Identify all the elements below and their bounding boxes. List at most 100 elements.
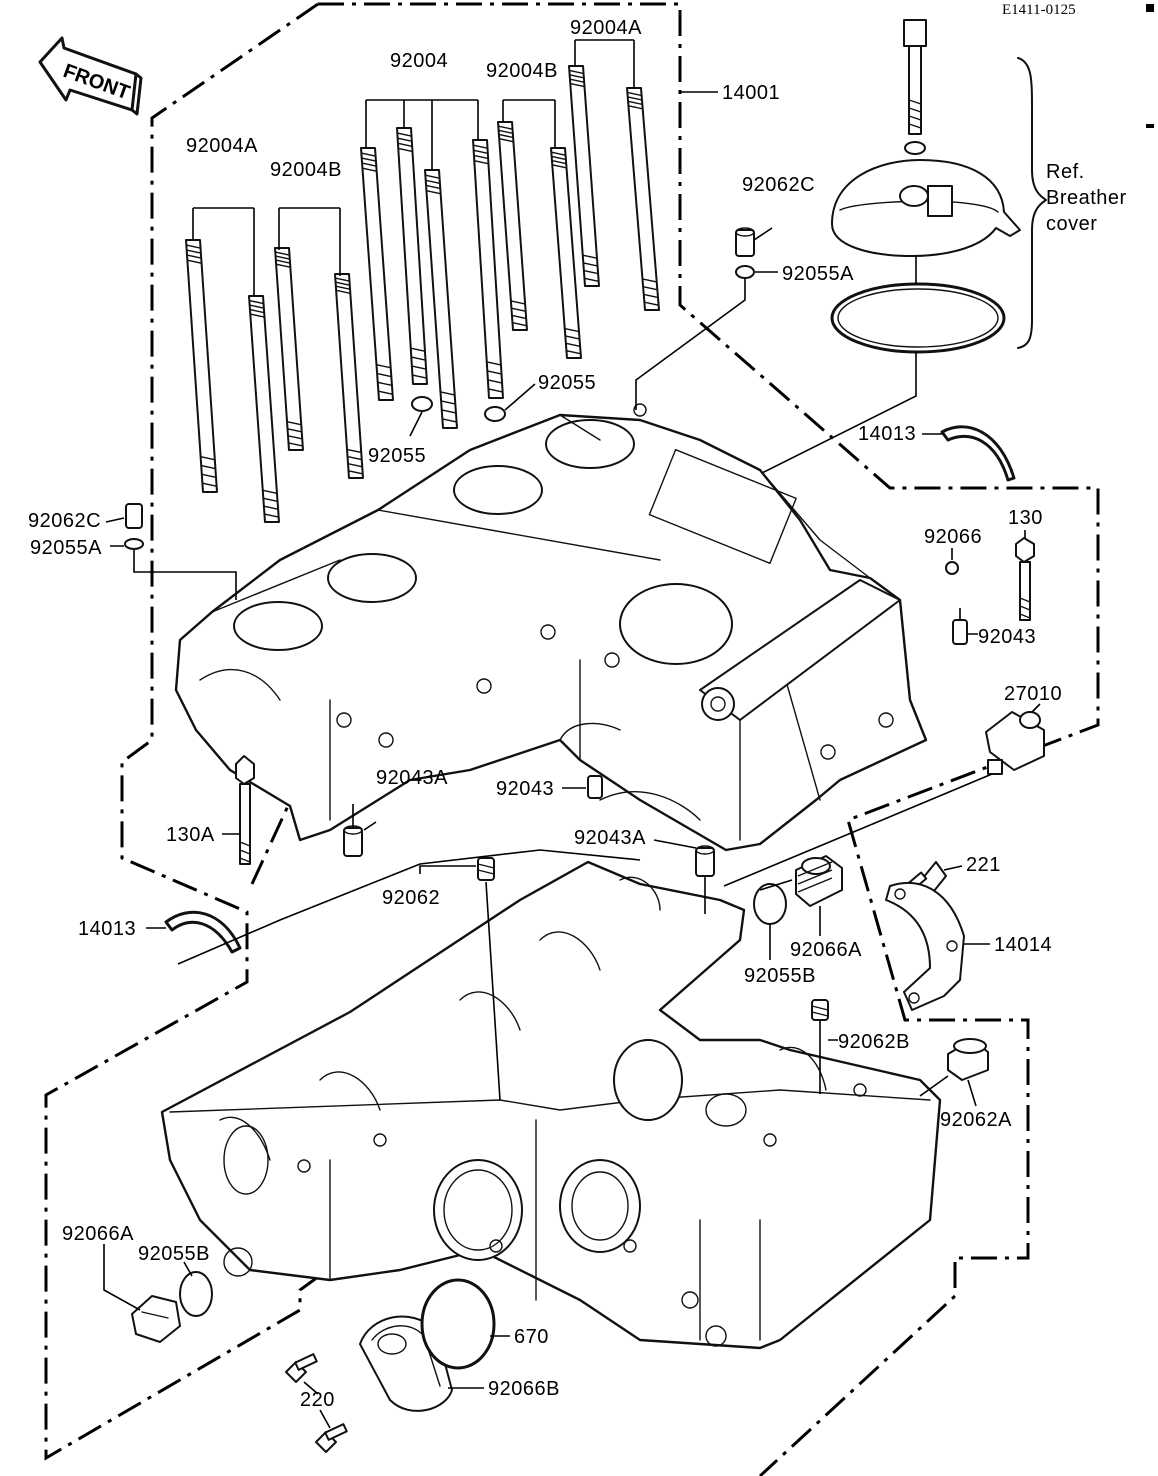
stud-thread-5 [361,152,393,395]
label-92066A-left: 92066A [62,1223,134,1245]
ref-note-line3: cover [1046,213,1097,235]
stud-thread-9 [498,125,527,327]
ref-bracket [1017,57,1047,349]
label-92062C-left: 92062C [28,510,101,532]
dowel-92043A-left [343,825,363,857]
label-92043-right: 92043 [978,626,1036,648]
oring-92055B-right [753,883,787,925]
stud-thread-11 [569,69,599,282]
stud-12 [626,87,660,311]
label-92062A: 92062A [940,1109,1012,1131]
stud-7 [424,169,458,429]
cover-14014 [885,881,965,1011]
drain-plug-92066A-right [795,855,843,907]
stud-4 [334,273,364,479]
dowel-92062C-left [125,503,143,529]
screw-220-lower [315,1423,348,1453]
label-92055A-left: 92055A [30,537,102,559]
stud-3 [274,247,304,451]
stud-thread-10 [551,151,581,355]
oring-92055-right [484,406,506,422]
label-221: 221 [966,854,1001,876]
label-130A: 130A [166,824,215,846]
lower-crankcase [160,860,942,1350]
label-14013-left: 14013 [78,918,136,940]
label-92055B-right: 92055B [744,965,816,987]
stud-thread-1 [186,244,217,487]
oring-92055-left [411,396,433,412]
label-92066: 92066 [924,526,982,548]
stud-5 [360,147,394,401]
upper-crankcase [174,403,928,852]
dowel-92062C-top [735,227,755,257]
label-92062B: 92062B [838,1031,910,1053]
oring-92055A-top [735,265,755,279]
label-92055-right: 92055 [538,372,596,394]
dowel-92043A-mid [695,845,715,877]
stud-9 [497,121,528,331]
bolt-130A [235,755,255,865]
ref-note-line2: Breather [1046,187,1127,209]
label-92043A-left: 92043A [376,767,448,789]
label-92043A-mid: 92043A [574,827,646,849]
stud-thread-4 [335,277,363,475]
stud-10 [550,147,582,359]
stud-set [185,65,660,523]
oring-670 [420,1278,496,1370]
plug-92062A [947,1038,989,1081]
stud-thread-8 [473,144,503,393]
label-92066B: 92066B [488,1378,560,1400]
label-92055B-left: 92055B [138,1243,210,1265]
label-14013-top: 14013 [858,423,916,445]
label-220: 220 [300,1389,335,1411]
dowel-92043-right [952,619,968,645]
breather-bolt [903,19,927,135]
oil-pressure-switch-27010 [985,711,1045,775]
breather-washer [904,141,926,155]
breather-oring [830,282,1006,354]
label-92004B-left: 92004B [270,159,342,181]
stud-thread-12 [627,91,659,306]
label-14001: 14001 [722,82,780,104]
stud-6 [396,127,428,385]
label-27010: 27010 [1004,683,1062,705]
label-130: 130 [1008,507,1043,529]
label-92004A-left: 92004A [186,135,258,157]
label-92043-mid: 92043 [496,778,554,800]
front-arrow-icon: FRONT [38,36,143,116]
corner-mark [1146,4,1154,12]
label-92004A-top: 92004A [570,17,642,39]
bolt-130 [1015,537,1035,621]
stud-8 [472,139,504,399]
label-670: 670 [514,1326,549,1348]
stud-2 [248,295,280,523]
plug-92062 [477,857,495,881]
label-92062C-top: 92062C [742,174,815,196]
edge-mark [1146,124,1154,128]
stud-1 [185,239,218,493]
stud-thread-6 [397,132,427,379]
label-92066A-right: 92066A [790,939,862,961]
oring-92055A-left [124,538,144,550]
stud-thread-7 [425,174,457,423]
label-92055-left: 92055 [368,445,426,467]
stud-11 [568,65,600,287]
plug-92062B [811,999,829,1021]
ref-note-line1: Ref. [1046,161,1085,183]
screw-220-upper [285,1353,318,1383]
label-92062: 92062 [382,887,440,909]
label-92004: 92004 [390,50,448,72]
stud-thread-3 [275,251,303,447]
oring-92055B-left [179,1271,213,1317]
stud-thread-2 [249,299,279,518]
label-92055A-top: 92055A [782,263,854,285]
bearing-14013-left [164,910,242,954]
ball-92066 [945,561,959,575]
label-14014: 14014 [994,934,1052,956]
drawing-code: E1411-0125 [1002,2,1076,18]
dowel-92043-mid [587,775,603,799]
bearing-14013-top [940,425,1016,482]
drain-plug-92066A-left [131,1295,181,1343]
label-92004B-top: 92004B [486,60,558,82]
